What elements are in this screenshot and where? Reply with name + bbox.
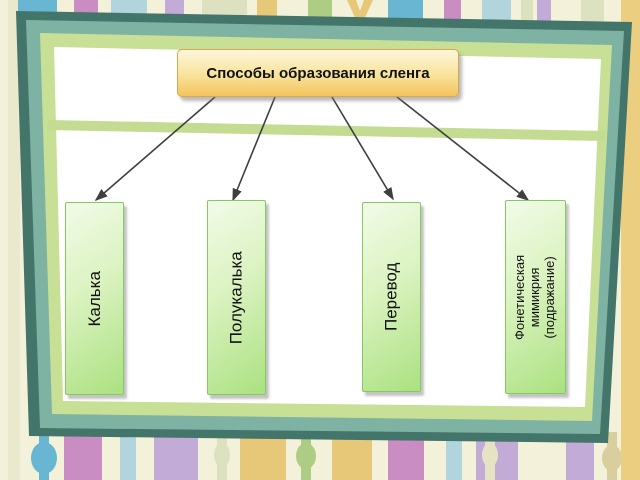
arrow-to-foneticheskaya <box>396 96 530 201</box>
stripe-pattern-left <box>8 0 20 480</box>
title-box: Способы образования сленга <box>177 49 459 97</box>
method-label-kalka: Калька <box>84 270 104 327</box>
method-box-polukalka: Полукалька <box>207 200 266 395</box>
method-box-perevod: Перевод <box>362 202 421 392</box>
method-box-foneticheskaya: Фонетическая мимикрия (подражание) <box>505 200 566 394</box>
method-label-polukalka: Полукалька <box>226 250 246 345</box>
method-label-foneticheskaya: Фонетическая мимикрия (подражание) <box>512 254 557 340</box>
method-box-kalka: Калька <box>65 202 124 395</box>
arrow-to-polukalka <box>232 96 276 202</box>
connector-arrows <box>94 96 530 202</box>
arrow-to-perevod <box>331 96 394 201</box>
slide-title: Способы образования сленга <box>206 64 430 82</box>
arrow-to-kalka <box>94 96 216 202</box>
divider-line <box>47 120 606 141</box>
method-label-perevod: Перевод <box>381 262 401 332</box>
pin-decorations <box>31 432 622 480</box>
